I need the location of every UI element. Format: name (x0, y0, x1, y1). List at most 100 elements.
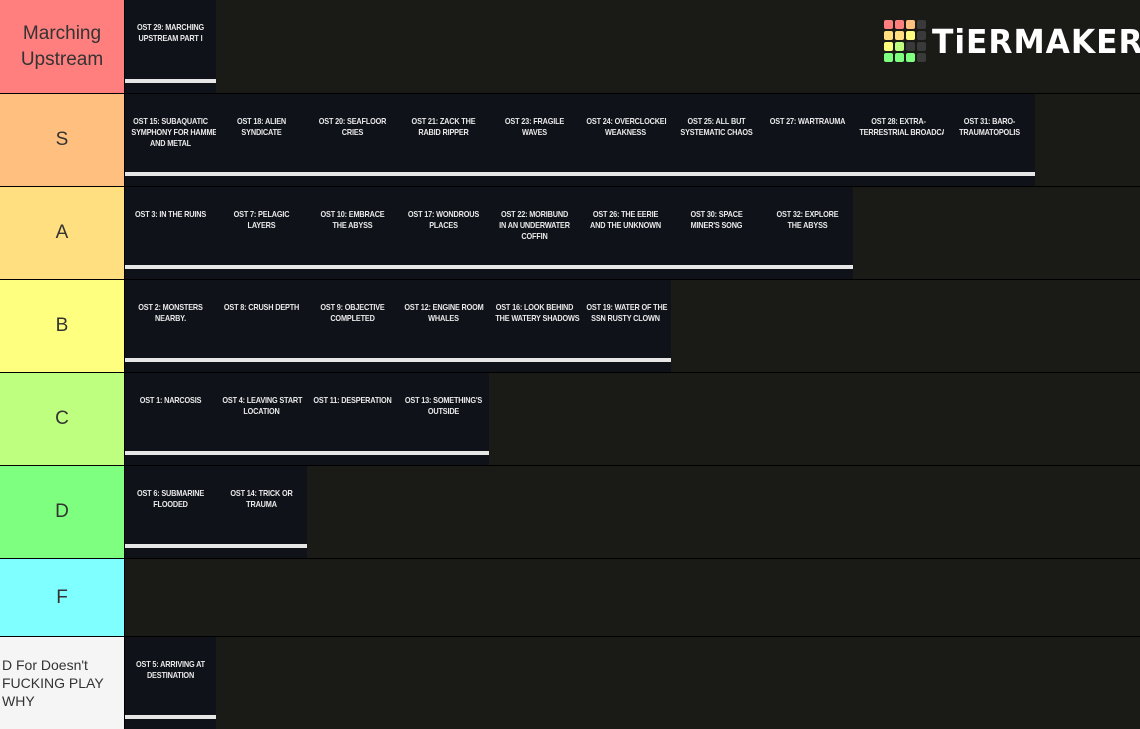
card-underline (125, 265, 216, 269)
ost-card[interactable]: OST 27: WARTRAUMA (762, 94, 853, 186)
ost-card[interactable]: OST 15: SUBAQUATIC SYMPHONY FOR HAMMEI A… (125, 94, 216, 186)
tier-items-area[interactable]: OST 29: MARCHING UPSTREAM PART I (125, 0, 1140, 93)
card-underline (489, 172, 580, 176)
ost-card[interactable]: OST 21: ZACK THE RABID RIPPER (398, 94, 489, 186)
tier-items-area[interactable]: OST 5: ARRIVING AT DESTINATION (125, 637, 1140, 729)
card-underline (125, 544, 216, 548)
card-underline (398, 451, 489, 455)
ost-card[interactable]: OST 23: FRAGILE WAVES (489, 94, 580, 186)
ost-card-title: OST 21: ZACK THE RABID RIPPER (411, 116, 476, 137)
card-underline (398, 265, 489, 269)
ost-card[interactable]: OST 13: SOMETHING'S OUTSIDE (398, 373, 489, 465)
tier-label[interactable]: C (0, 373, 124, 465)
card-underline (307, 172, 398, 176)
ost-card[interactable]: OST 25: ALL BUT SYSTEMATIC CHAOS (671, 94, 762, 186)
tier-items-area[interactable]: OST 1: NARCOSIS OST 4: LEAVING START LOCA… (125, 373, 1140, 465)
ost-card[interactable]: OST 32: EXPLORE THE ABYSS (762, 187, 853, 279)
ost-card[interactable]: OST 4: LEAVING START LOCATION (216, 373, 307, 465)
card-underline (489, 265, 580, 269)
card-underline (580, 172, 671, 176)
ost-card[interactable]: OST 10: EMBRACE THE ABYSS (307, 187, 398, 279)
ost-card-title: OST 24: OVERCLOCKEI WEAKNESS (586, 116, 667, 137)
logo-square (884, 20, 893, 29)
ost-card[interactable]: OST 17: WONDROUS PLACES (398, 187, 489, 279)
ost-card[interactable]: OST 5: ARRIVING AT DESTINATION (125, 637, 216, 729)
ost-card-title: OST 19: WATER OF THE SSN RUSTY CLOWN (586, 302, 668, 323)
logo-square (895, 20, 904, 29)
ost-card-title: OST 7: PELAGIC LAYERS (233, 209, 290, 230)
ost-card[interactable]: OST 24: OVERCLOCKEI WEAKNESS (580, 94, 671, 186)
tier-label[interactable]: B (0, 280, 124, 372)
tier-items-area[interactable]: OST 3: IN THE RUINS OST 7: PELAGIC LAYERS… (125, 187, 1140, 279)
ost-card-title: OST 10: EMBRACE THE ABYSS (320, 209, 385, 230)
logo-grid-icon (884, 20, 926, 62)
ost-card[interactable]: OST 7: PELAGIC LAYERS (216, 187, 307, 279)
ost-card[interactable]: OST 22: MORIBUND IN AN UNDERWATER COFFIN (489, 187, 580, 279)
ost-card-title: OST 11: DESPERATION (313, 395, 392, 405)
card-underline (307, 451, 398, 455)
ost-card[interactable]: OST 9: OBJECTIVE COMPLETED (307, 280, 398, 372)
card-underline (580, 265, 671, 269)
ost-card[interactable]: OST 26: THE EERIE AND THE UNKNOWN (580, 187, 671, 279)
tier-items-area[interactable]: OST 6: SUBMARINE FLOODED OST 14: TRICK OR… (125, 466, 1140, 558)
card-underline (125, 358, 216, 362)
ost-card[interactable]: OST 31: BARO- TRAUMATOPOLIS (944, 94, 1035, 186)
ost-card[interactable]: OST 16: LOOK BEHIND THE WATERY SHADOWS (489, 280, 580, 372)
logo-square (884, 31, 893, 40)
card-underline (216, 451, 307, 455)
tier-items-area[interactable]: OST 15: SUBAQUATIC SYMPHONY FOR HAMMEI A… (125, 94, 1140, 186)
ost-card[interactable]: OST 14: TRICK OR TRAUMA (216, 466, 307, 558)
card-underline (671, 172, 762, 176)
logo-square (884, 42, 893, 51)
ost-card[interactable]: OST 29: MARCHING UPSTREAM PART I (125, 0, 216, 93)
ost-card[interactable]: OST 20: SEAFLOOR CRIES (307, 94, 398, 186)
tier-label[interactable]: S (0, 94, 124, 186)
ost-card[interactable]: OST 8: CRUSH DEPTH (216, 280, 307, 372)
ost-card[interactable]: OST 30: SPACE MINER'S SONG (671, 187, 762, 279)
ost-card[interactable]: OST 6: SUBMARINE FLOODED (125, 466, 216, 558)
ost-card[interactable]: OST 19: WATER OF THE SSN RUSTY CLOWN (580, 280, 671, 372)
ost-card[interactable]: OST 3: IN THE RUINS (125, 187, 216, 279)
logo-square (906, 20, 915, 29)
tier-label[interactable]: F (0, 559, 124, 636)
ost-card[interactable]: OST 28: EXTRA- TERRESTRIAL BROADCAST (853, 94, 944, 186)
ost-card[interactable]: OST 11: DESPERATION (307, 373, 398, 465)
ost-card-title: OST 27: WARTRAUMA (769, 116, 846, 126)
ost-card-title: OST 3: IN THE RUINS (134, 209, 207, 219)
card-underline (307, 265, 398, 269)
logo-square (906, 42, 915, 51)
tier-row: Marching Upstream OST 29: MARCHING UPSTRE… (0, 0, 1140, 93)
tier-items-area[interactable] (125, 559, 1140, 636)
ost-card-title: OST 31: BARO- TRAUMATOPOLIS (959, 116, 1020, 137)
tier-items-area[interactable]: OST 2: MONSTERS NEARBY.OST 8: CRUSH DEPT… (125, 280, 1140, 372)
card-underline (580, 358, 671, 362)
tier-label[interactable]: D For Doesn't FUCKING PLAY WHY (0, 637, 124, 729)
ost-card-title: OST 29: MARCHING UPSTREAM PART I (136, 22, 205, 43)
ost-card-title: OST 17: WONDROUS PLACES (407, 209, 480, 230)
logo-square (917, 20, 926, 29)
ost-card-title: OST 12: ENGINE ROOM WHALES (404, 302, 484, 323)
ost-card[interactable]: OST 12: ENGINE ROOM WHALES (398, 280, 489, 372)
ost-card[interactable]: OST 18: ALIEN SYNDICATE (216, 94, 307, 186)
ost-card-title: OST 26: THE EERIE AND THE UNKNOWN (590, 209, 661, 230)
ost-card[interactable]: OST 1: NARCOSIS (125, 373, 216, 465)
logo-square (917, 31, 926, 40)
card-underline (944, 172, 1035, 176)
ost-card-title: OST 4: LEAVING START LOCATION (222, 395, 303, 416)
ost-card[interactable]: OST 2: MONSTERS NEARBY. (125, 280, 216, 372)
tier-label[interactable]: Marching Upstream (0, 0, 124, 93)
card-underline (125, 172, 216, 176)
card-underline (489, 358, 580, 362)
logo-square (906, 53, 915, 62)
card-underline (125, 715, 216, 719)
tier-label[interactable]: A (0, 187, 124, 279)
tier-label[interactable]: D (0, 466, 124, 558)
ost-card-title: OST 28: EXTRA- TERRESTRIAL BROADCAST (859, 116, 944, 137)
ost-card-title: OST 6: SUBMARINE FLOODED (136, 488, 205, 509)
card-underline (671, 265, 762, 269)
tier-row: D OST 6: SUBMARINE FLOODED OST 14: TRICK O… (0, 466, 1140, 558)
